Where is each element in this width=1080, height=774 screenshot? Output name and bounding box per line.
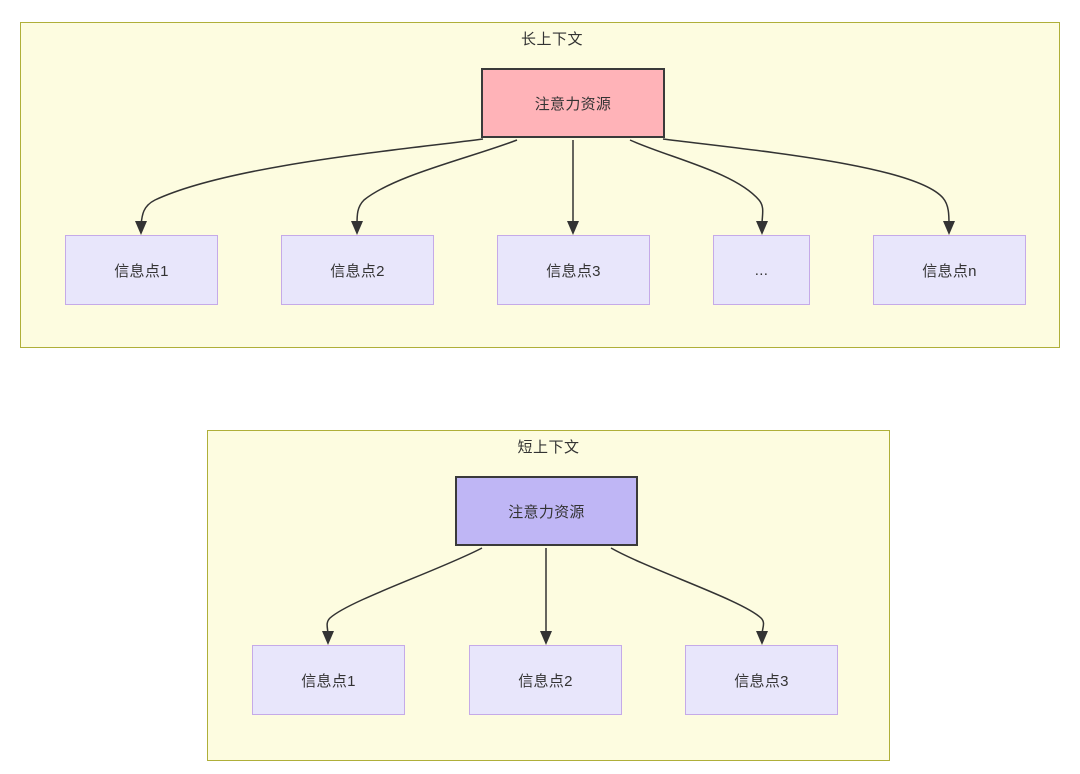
long-context-info-label-ellipsis: ... [754, 261, 769, 279]
short-context-attention-label: 注意力资源 [508, 503, 585, 521]
short-context-info-label-1: 信息点1 [301, 672, 356, 690]
long-context-info-node-3[interactable]: 信息点3 [497, 235, 650, 305]
long-context-info-label-2: 信息点2 [330, 262, 385, 280]
long-context-info-label-n: 信息点n [922, 262, 977, 280]
short-context-info-node-2[interactable]: 信息点2 [469, 645, 622, 715]
short-context-info-label-2: 信息点2 [518, 672, 573, 690]
long-context-info-node-2[interactable]: 信息点2 [281, 235, 434, 305]
long-context-info-node-1[interactable]: 信息点1 [65, 235, 218, 305]
long-context-attention-label: 注意力资源 [534, 95, 612, 113]
short-context-attention-node[interactable]: 注意力资源 [455, 476, 638, 546]
long-context-info-label-1: 信息点1 [114, 262, 169, 280]
long-context-info-label-3: 信息点3 [546, 262, 601, 280]
short-context-info-node-1[interactable]: 信息点1 [252, 645, 405, 715]
long-context-info-node-ellipsis[interactable]: ... [713, 235, 810, 305]
long-context-title: 长上下文 [520, 31, 583, 48]
long-context-info-node-n[interactable]: 信息点n [873, 235, 1026, 305]
short-context-title: 短上下文 [517, 439, 580, 456]
long-context-attention-node[interactable]: 注意力资源 [481, 68, 665, 138]
short-context-info-node-3[interactable]: 信息点3 [685, 645, 838, 715]
short-context-info-label-3: 信息点3 [734, 672, 789, 690]
